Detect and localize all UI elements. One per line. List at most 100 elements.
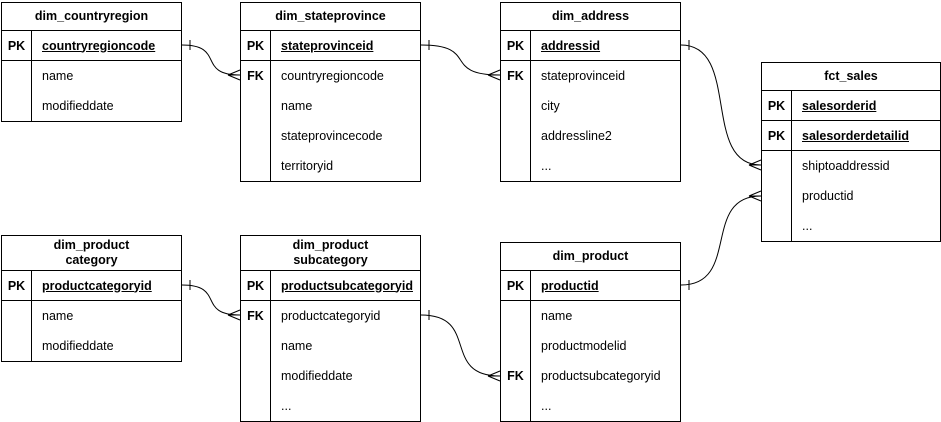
many-marker	[227, 69, 241, 81]
entity-row: territoryid	[241, 151, 420, 181]
field-name: salesorderdetailid	[802, 128, 909, 143]
connector-dim-product-to-fct-sales	[680, 190, 762, 290]
entity-row: name	[2, 61, 181, 91]
entity-row: FK productsubcategoryid	[501, 361, 680, 391]
field-name: countryregioncode	[42, 38, 156, 53]
entity-title: dim_countryregion	[2, 3, 181, 31]
field-name: shiptoaddressid	[802, 159, 890, 173]
field-name: ...	[802, 219, 813, 233]
entity-row: PK salesorderdetailid	[762, 121, 940, 151]
entity-title: dim_address	[501, 3, 680, 31]
field-name: productid	[541, 278, 599, 293]
field-name: name	[42, 69, 74, 83]
entity-title-line: subcategory	[293, 253, 368, 267]
entity-title-line: fct_sales	[824, 69, 878, 83]
entity-title-line: dim_address	[551, 9, 630, 23]
entity-title: fct_sales	[762, 63, 940, 91]
many-marker	[227, 309, 241, 321]
field-name: addressid	[541, 38, 601, 53]
field-name: name	[541, 309, 573, 323]
field-name: stateprovinceid	[281, 38, 374, 53]
key-gutter	[2, 91, 32, 121]
entity-row: productmodelid	[501, 331, 680, 361]
entity-row: shiptoaddressid	[762, 151, 940, 181]
entity-title-line: dim_stateprovince	[275, 9, 386, 23]
field-name: modifieddate	[42, 99, 114, 113]
entity-row: PK stateprovinceid	[241, 31, 420, 61]
key-gutter	[2, 331, 32, 361]
field-name: productsubcategoryid	[281, 278, 413, 293]
entity-row: productid	[762, 181, 940, 211]
key-gutter	[241, 391, 271, 421]
key-gutter	[501, 121, 531, 151]
field-name: productcategoryid	[281, 309, 381, 323]
connector-line	[181, 284, 241, 316]
key-gutter	[501, 91, 531, 121]
entity-title: dim_stateprovince	[241, 3, 420, 31]
field-name: ...	[541, 399, 552, 413]
entity-row: addressline2	[501, 121, 680, 151]
entity-row: ...	[501, 391, 680, 421]
key-gutter	[501, 301, 531, 331]
field-name: stateprovinceid	[541, 69, 626, 83]
connector-dim-productsubcategory-to-dim-product	[420, 310, 501, 382]
connector-dim-productcategory-to-dim-productsubcategory	[181, 280, 241, 321]
field-name: ...	[541, 159, 552, 173]
field-name: stateprovincecode	[281, 129, 383, 143]
many-marker	[748, 190, 762, 202]
many-marker	[487, 69, 501, 81]
pk-label: PK	[241, 31, 271, 60]
many-marker	[487, 370, 501, 382]
field-name: name	[281, 339, 313, 353]
entity-row: name	[2, 301, 181, 331]
key-gutter	[241, 121, 271, 151]
field-name: ...	[281, 399, 292, 413]
entity-row: name	[241, 91, 420, 121]
connector-line	[420, 314, 501, 377]
field-name: productsubcategoryid	[541, 369, 661, 383]
entity-row: name	[501, 301, 680, 331]
fk-label: FK	[501, 361, 531, 391]
entity-row: ...	[241, 391, 420, 421]
key-gutter	[241, 361, 271, 391]
field-name: city	[541, 99, 560, 113]
field-name: salesorderid	[802, 98, 877, 113]
field-name: modifieddate	[42, 339, 114, 353]
entity-row: modifieddate	[2, 331, 181, 361]
pk-label: PK	[501, 271, 531, 300]
entity-row: city	[501, 91, 680, 121]
connector-dim-stateprovince-to-dim-address	[420, 40, 501, 81]
key-gutter	[762, 151, 792, 181]
entity-title-line: dim_product	[552, 249, 629, 263]
key-gutter	[2, 61, 32, 91]
entity-row: modifieddate	[241, 361, 420, 391]
field-name: modifieddate	[281, 369, 353, 383]
connector-line	[680, 195, 762, 286]
pk-label: PK	[501, 31, 531, 60]
field-name: productcategoryid	[42, 278, 152, 293]
fk-label: FK	[501, 61, 531, 91]
connector-line	[420, 44, 501, 76]
field-name: territoryid	[281, 159, 334, 173]
key-gutter	[501, 151, 531, 181]
entity-row: PK productid	[501, 271, 680, 301]
entity-row: FK stateprovinceid	[501, 61, 680, 91]
pk-label: PK	[762, 121, 792, 150]
field-name: productid	[802, 189, 854, 203]
entity-row: ...	[762, 211, 940, 241]
entity-row: PK addressid	[501, 31, 680, 61]
